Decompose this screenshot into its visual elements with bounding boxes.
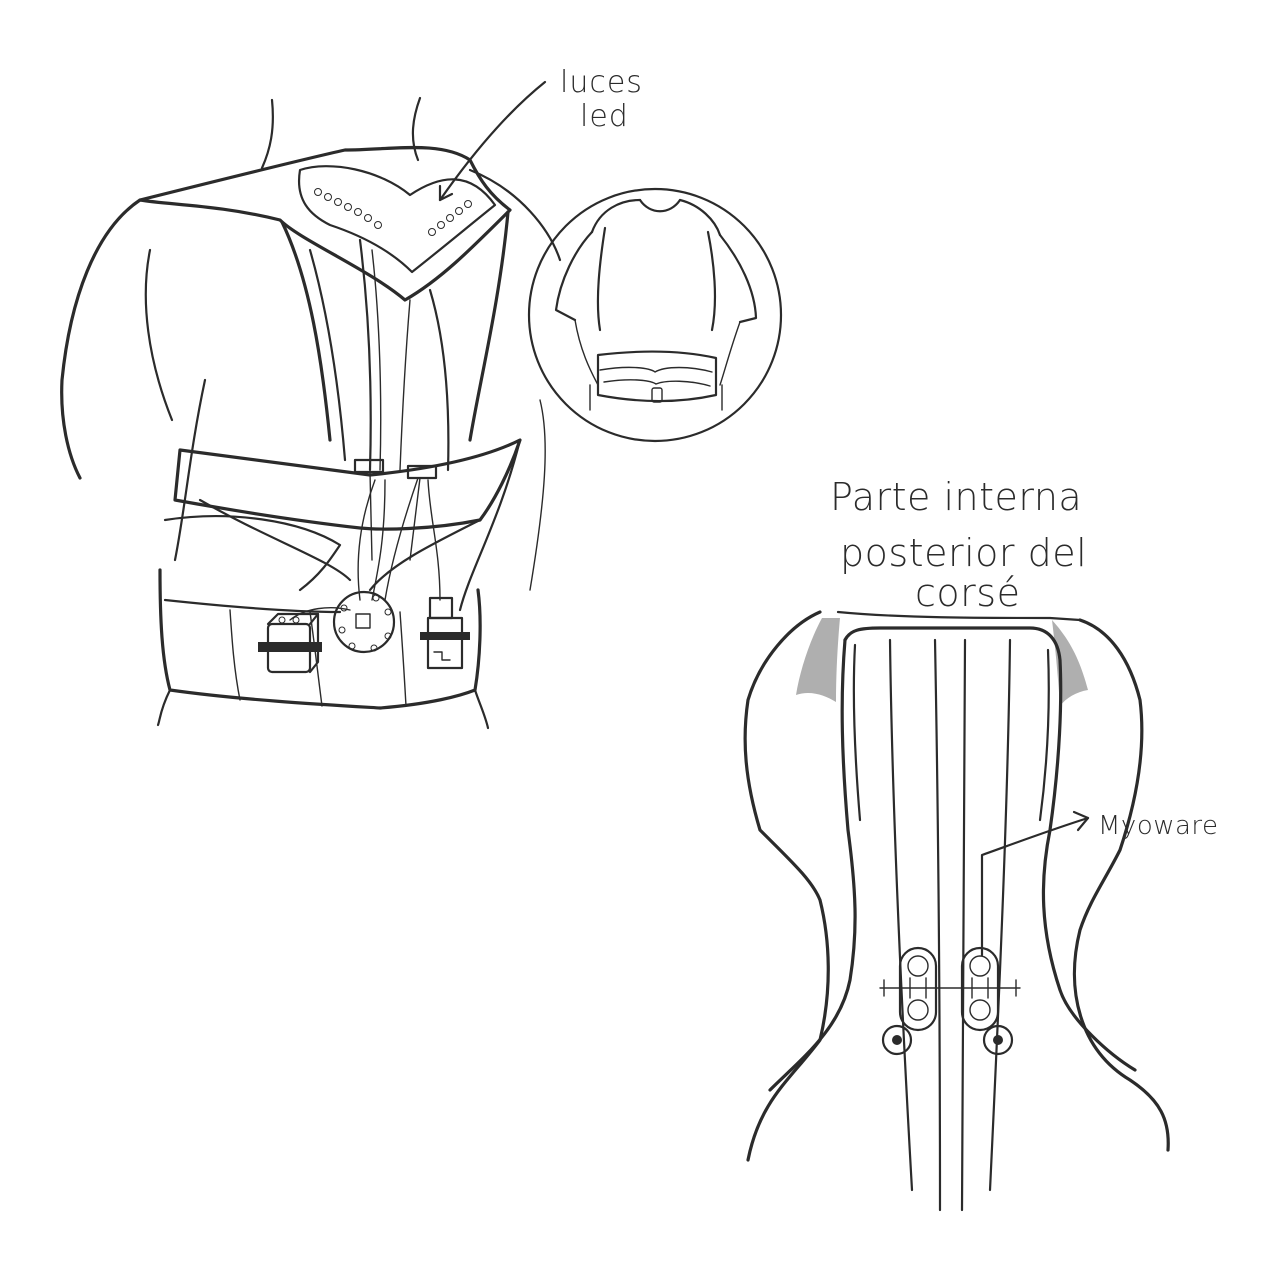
label-sensor: Myoware	[1098, 811, 1219, 841]
back-view-illustration	[62, 98, 560, 728]
label-leds-line1: luces	[560, 65, 643, 100]
front-view-inset	[529, 189, 781, 441]
leds-arrow	[440, 82, 545, 200]
sensor-board-module	[420, 598, 470, 668]
circular-controller	[334, 592, 394, 652]
inner-posterior-view	[745, 612, 1168, 1210]
shoulder-pad-left-shading	[796, 618, 840, 702]
shoulder-pad-right-shading	[1052, 620, 1088, 706]
sensor-arrow	[982, 818, 1088, 955]
myoware-electrodes	[880, 948, 1020, 1054]
label-inner-line2: posterior del	[840, 531, 1087, 575]
label-inner-line3: corsé	[915, 571, 1020, 615]
label-inner-line1: Parte interna	[830, 475, 1082, 519]
label-leds-line2: led	[580, 99, 629, 134]
battery-module	[258, 614, 322, 672]
